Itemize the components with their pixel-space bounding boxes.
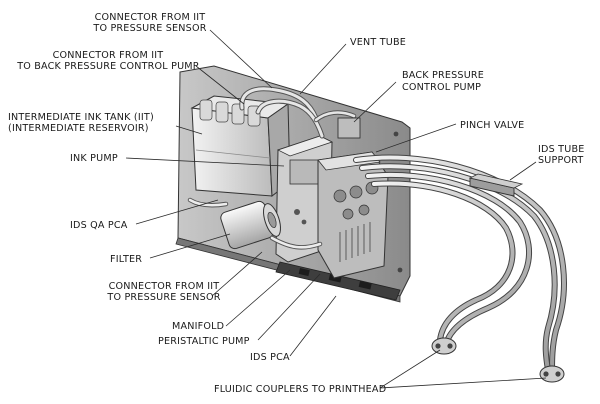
leader-fluidic-couplers-right	[379, 377, 547, 389]
leader-ids-qa-pca	[135, 199, 219, 225]
leader-connector-back-pressure	[195, 65, 245, 105]
leader-iit	[175, 125, 203, 135]
leader-ids-tube-support	[509, 161, 537, 181]
leader-connector-pressure-sensor-bottom	[211, 251, 263, 297]
label-pinch-valve: PINCH VALVE	[460, 120, 524, 131]
left-tubing	[187, 197, 323, 250]
label-ids-qa-pca: IDS QA PCA	[70, 220, 128, 231]
label-connector-pressure-sensor-top-line1: CONNECTOR FROM IIT	[95, 12, 206, 23]
leader-connector-pressure-sensor-top	[209, 29, 273, 89]
label-connector-pressure-sensor-bottom-line2: TO PRESSURE SENSOR	[106, 292, 220, 303]
leader-filter	[149, 233, 231, 259]
callout-labels: CONNECTOR FROM IIT TO PRESSURE SENSOR CO…	[8, 12, 584, 395]
label-back-pressure-pump-line2: CONTROL PUMP	[402, 82, 481, 93]
label-fluidic-couplers: FLUIDIC COUPLERS TO PRINTHEAD	[214, 384, 386, 395]
intermediate-ink-tank	[190, 95, 291, 197]
leader-pinch-valve	[375, 123, 457, 153]
label-ids-tube-support-line1: IDS TUBE	[538, 144, 584, 155]
filter-canister	[220, 200, 281, 250]
label-ink-pump: INK PUMP	[70, 153, 118, 164]
leader-peristaltic-pump	[257, 273, 321, 341]
label-ids-pca: IDS PCA	[250, 352, 290, 363]
leader-ids-pca	[289, 295, 337, 357]
back-pressure-pump-body	[337, 117, 361, 139]
peristaltic-pump-fins	[339, 222, 371, 262]
ids-tube-support	[468, 173, 524, 197]
leader-fluidic-couplers-left	[379, 349, 441, 389]
label-peristaltic-pump: PERISTALTIC PUMP	[158, 336, 250, 347]
label-iit-line1: INTERMEDIATE INK TANK (IIT)	[8, 112, 154, 123]
leader-ink-pump	[125, 157, 285, 167]
label-filter: FILTER	[110, 254, 142, 265]
leader-lines	[125, 29, 547, 389]
label-vent-tube: VENT TUBE	[350, 37, 406, 48]
label-ids-tube-support-line2: SUPPORT	[538, 155, 583, 166]
label-back-pressure-pump-line1: BACK PRESSURE	[402, 70, 484, 81]
leader-back-pressure-pump	[353, 81, 397, 123]
leader-vent-tube	[299, 43, 347, 95]
valve-manifold-block	[317, 151, 389, 279]
label-connector-pressure-sensor-bottom-line1: CONNECTOR FROM IIT	[109, 281, 220, 292]
top-tubing	[239, 86, 361, 139]
tube-bundle	[353, 154, 567, 375]
fluidic-coupler-right	[539, 365, 565, 383]
label-connector-back-pressure-line1: CONNECTOR FROM IIT	[53, 50, 164, 61]
label-connector-back-pressure-line2: TO BACK PRESSURE CONTROL PUMP	[16, 61, 199, 72]
label-manifold: MANIFOLD	[172, 321, 224, 332]
fluidic-coupler-left	[431, 337, 457, 355]
label-connector-pressure-sensor-top-line2: TO PRESSURE SENSOR	[92, 23, 206, 34]
leader-manifold	[225, 269, 291, 327]
label-iit-line2: (INTERMEDIATE RESERVOIR)	[8, 123, 149, 134]
